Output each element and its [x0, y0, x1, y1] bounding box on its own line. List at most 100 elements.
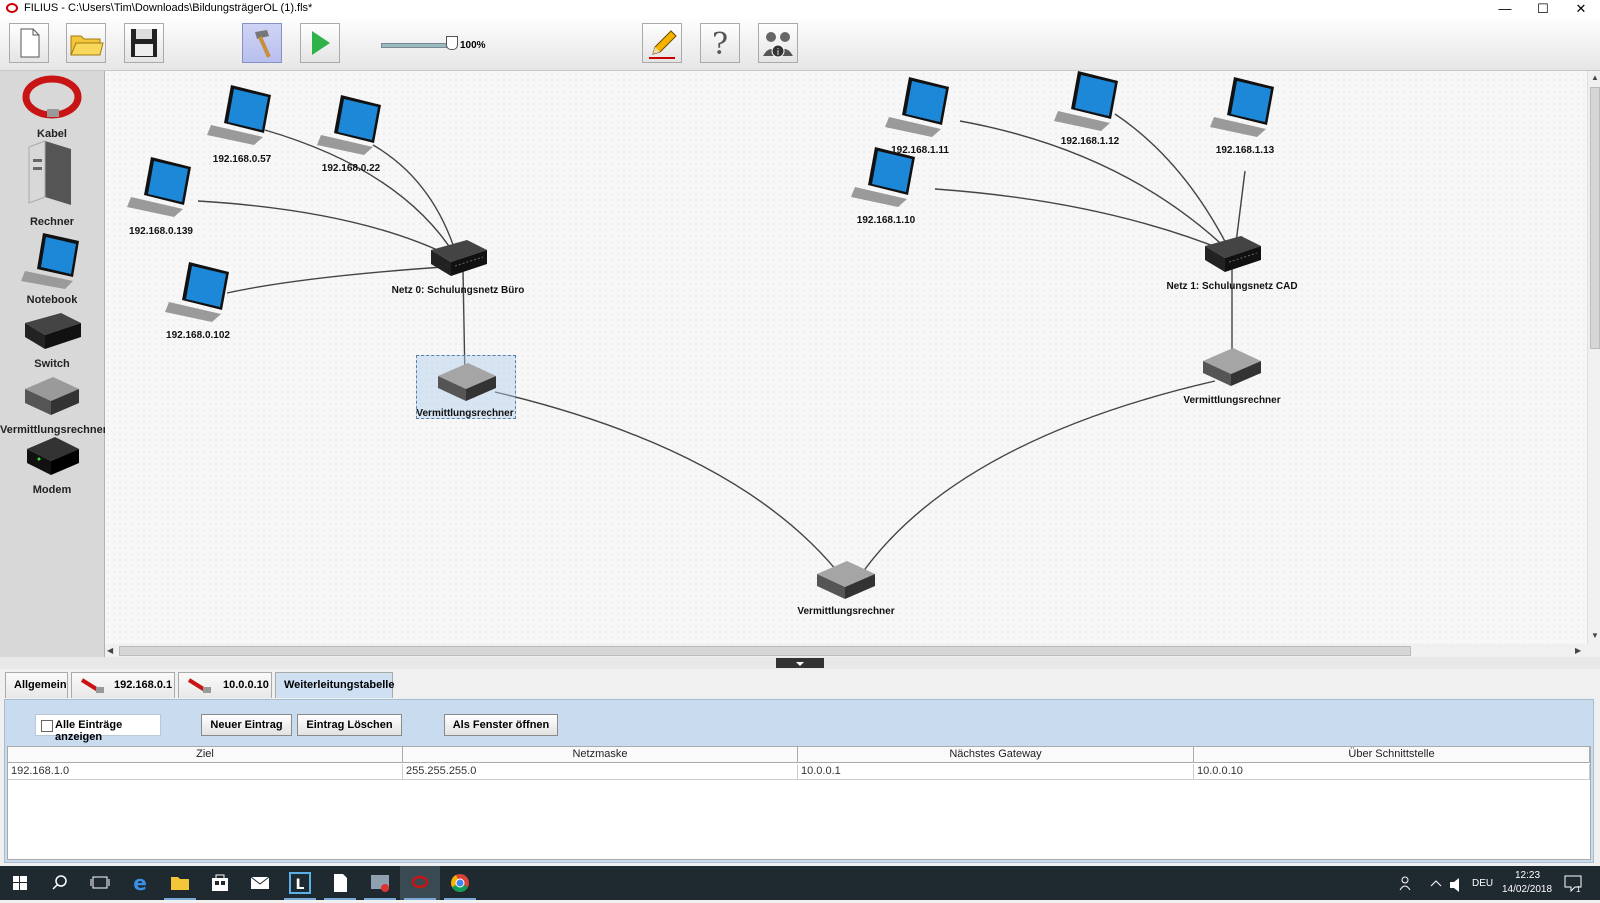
column-header-gateway[interactable]: Nächstes Gateway — [798, 747, 1194, 763]
cable — [372, 144, 459, 261]
tab-weiterleitungstabelle[interactable]: Weiterleitungstabelle — [275, 672, 394, 698]
collapse-panel-button[interactable] — [776, 658, 824, 668]
taskbar-filius[interactable] — [400, 866, 440, 900]
svg-text:i: i — [777, 48, 780, 58]
notification-icon[interactable] — [1563, 873, 1583, 893]
design-mode-button[interactable] — [242, 23, 282, 63]
notebook-icon — [21, 233, 79, 289]
notebook-node[interactable] — [883, 73, 957, 142]
tab-allgemein[interactable]: Allgemein — [5, 672, 68, 698]
shopping-bag-icon — [212, 874, 228, 891]
cable — [226, 265, 459, 294]
taskbar-mail[interactable] — [240, 866, 280, 900]
play-icon — [312, 31, 330, 55]
column-header-ziel[interactable]: Ziel — [8, 747, 403, 763]
search-button[interactable] — [40, 866, 80, 900]
vertical-scroll-thumb[interactable] — [1590, 87, 1600, 349]
scroll-left-icon[interactable]: ◀ — [107, 646, 114, 655]
chevron-up-icon[interactable] — [1429, 874, 1443, 894]
folder-icon — [70, 35, 104, 56]
horizontal-scroll-thumb[interactable] — [119, 646, 1411, 656]
new-file-button[interactable] — [9, 23, 49, 63]
table-cell-schnittstelle[interactable]: 10.0.0.10 — [1194, 764, 1590, 780]
maximize-button[interactable]: ☐ — [1537, 1, 1549, 16]
router-node[interactable] — [1199, 343, 1265, 392]
simulation-mode-button[interactable] — [300, 23, 340, 63]
switch-label: Netz 1: Schulungsnetz CAD — [1166, 281, 1298, 292]
taskbar-document[interactable] — [320, 866, 360, 900]
notebook-node[interactable] — [849, 143, 923, 212]
people-icon[interactable] — [1398, 874, 1416, 894]
taskbar-remote-app[interactable] — [360, 866, 400, 900]
switch-node[interactable] — [1201, 232, 1265, 281]
palette-item-rechner[interactable]: Rechner — [0, 135, 104, 228]
input-language[interactable]: DEU — [1472, 878, 1494, 889]
taskbar-chrome[interactable] — [440, 866, 480, 900]
horizontal-scrollbar[interactable]: ◀ ▶ — [105, 644, 1587, 657]
tab-interface-192-168-0-1[interactable]: 192.168.0.1 — [71, 672, 175, 698]
taskbar-store[interactable] — [200, 866, 240, 900]
new-entry-button[interactable]: Neuer Eintrag — [201, 714, 292, 736]
tab-interface-10-0-0-10[interactable]: 10.0.0.10 — [178, 672, 272, 698]
scroll-down-icon[interactable]: ▼ — [1591, 631, 1599, 640]
notebook-node[interactable] — [205, 81, 279, 150]
task-view-button[interactable] — [80, 866, 120, 900]
clock-time[interactable]: 12:23 — [1515, 870, 1541, 881]
palette-item-modem[interactable]: Modem — [0, 431, 104, 496]
taskbar-file-explorer[interactable] — [160, 866, 200, 900]
open-as-window-button[interactable]: Als Fenster öffnen — [444, 714, 558, 736]
start-button[interactable] — [0, 866, 40, 900]
tab-label: 10.0.0.10 — [223, 679, 269, 691]
vertical-scrollbar[interactable]: ▲ ▼ — [1587, 71, 1600, 644]
zoom-slider-thumb[interactable] — [446, 36, 458, 50]
volume-icon[interactable] — [1448, 874, 1466, 894]
switch-node[interactable] — [427, 236, 491, 285]
router-node-selected[interactable] — [416, 355, 516, 419]
save-button[interactable] — [124, 23, 164, 63]
notebook-node[interactable] — [163, 258, 237, 327]
edit-notes-button[interactable] — [642, 23, 682, 63]
open-file-button[interactable] — [66, 23, 106, 63]
delete-entry-button[interactable]: Eintrag Löschen — [297, 714, 402, 736]
cable-connections — [197, 113, 1246, 582]
chevron-down-icon — [796, 662, 804, 666]
palette-item-notebook[interactable]: Notebook — [0, 229, 104, 306]
zoom-slider-track[interactable] — [381, 43, 453, 48]
notebook-node[interactable] — [1052, 67, 1126, 136]
palette-item-vermittlungsrechner[interactable]: Vermittlungsrechner — [0, 369, 107, 436]
close-button[interactable]: ✕ — [1575, 1, 1587, 16]
window-title: FILIUS - C:\Users\Tim\Downloads\Bildungs… — [24, 2, 313, 14]
notebook-node[interactable] — [1208, 73, 1282, 142]
table-cell-netzmaske[interactable]: 255.255.255.0 — [403, 764, 798, 780]
column-header-schnittstelle[interactable]: Über Schnittstelle — [1194, 747, 1590, 763]
clock-date[interactable]: 14/02/2018 — [1502, 884, 1553, 895]
routing-table[interactable]: Ziel Netzmaske Nächstes Gateway Über Sch… — [7, 746, 1591, 860]
notebook-node[interactable] — [315, 91, 389, 160]
palette-item-switch[interactable]: Switch — [0, 307, 104, 370]
cable — [859, 380, 1216, 577]
table-cell-ziel[interactable]: 192.168.1.0 — [8, 764, 403, 780]
column-header-netzmaske[interactable]: Netzmaske — [403, 747, 798, 763]
scroll-right-icon[interactable]: ▶ — [1575, 646, 1582, 655]
minimize-button[interactable]: — — [1498, 1, 1512, 16]
palette-item-kabel[interactable]: Kabel — [0, 73, 104, 140]
router-node[interactable] — [813, 556, 879, 605]
switch-icon — [1205, 236, 1261, 272]
notebook-node[interactable] — [125, 153, 199, 222]
help-button[interactable]: ? — [700, 23, 740, 63]
panel-splitter[interactable] — [0, 657, 1600, 669]
router-icon — [438, 363, 496, 401]
windows-logo-icon — [13, 876, 27, 890]
taskbar-edge[interactable]: e — [120, 866, 160, 900]
table-cell-gateway[interactable]: 10.0.0.1 — [798, 764, 1194, 780]
show-all-entries-checkbox[interactable]: Alle Einträge anzeigen — [35, 714, 161, 743]
routing-table-panel: Alle Einträge anzeigen Neuer Eintrag Ein… — [4, 699, 1594, 863]
filius-app-icon — [6, 3, 18, 13]
notebook-label: 192.168.0.22 — [321, 163, 381, 174]
info-button[interactable]: i — [758, 23, 798, 63]
network-canvas[interactable]: 192.168.0.57 192.168.0.22 192.168.0.139 … — [105, 71, 1587, 644]
svg-text:e: e — [133, 871, 147, 895]
scroll-up-icon[interactable]: ▲ — [1591, 73, 1599, 82]
taskbar-app-l[interactable]: L — [280, 866, 320, 900]
checkbox-box[interactable] — [41, 720, 53, 732]
